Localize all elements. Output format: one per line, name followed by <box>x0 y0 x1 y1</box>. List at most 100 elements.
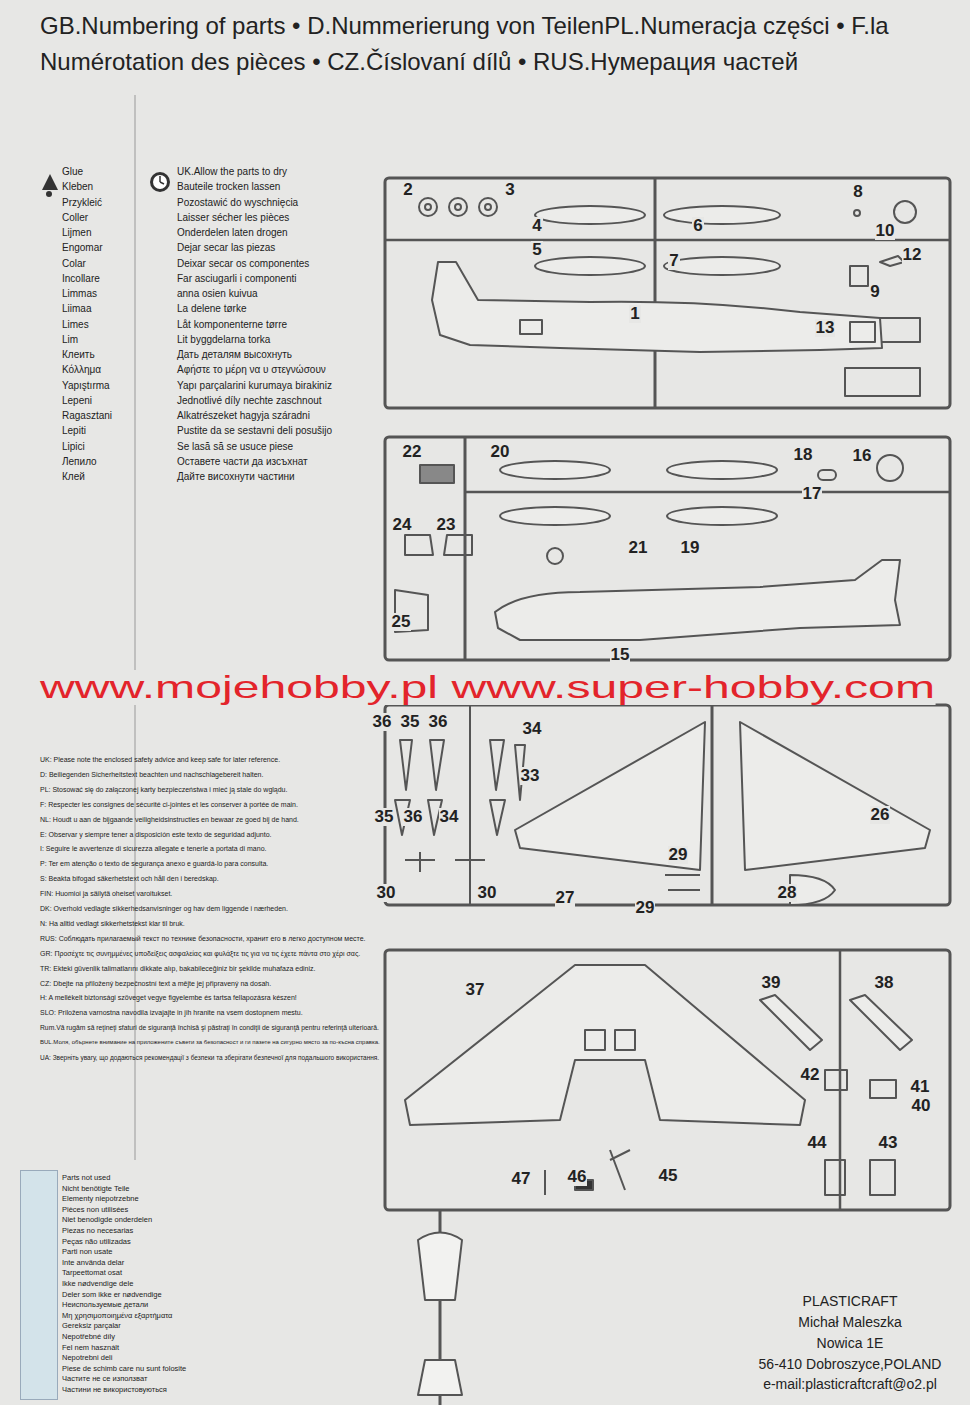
sprue-drawing <box>159 176 161 182</box>
sprue-drawing <box>455 204 461 210</box>
sprue-drawing <box>825 1160 845 1195</box>
sprue-drawing <box>500 507 610 525</box>
sprue-drawing <box>544 1170 546 1195</box>
dry-term: Дайте висохнути частини <box>177 471 295 482</box>
safety-note: Rum.Vă rugăm să reţineţi sfaturi de sigu… <box>40 1024 379 1031</box>
sprue-drawing <box>400 740 412 790</box>
dry-term: Αφήστε το μέρη να υ στεγνώσουν <box>177 364 326 375</box>
dry-term: UK.Allow the parts to dry <box>177 166 287 177</box>
watermark: www.mojehobby.pl www.super-hobby.com <box>40 670 935 705</box>
callout-number: 17 <box>802 485 823 504</box>
glue-term: Lim <box>62 334 78 345</box>
dry-term: Alkatrészeket hagyja száradni <box>177 410 310 421</box>
sprue-drawing <box>877 455 903 481</box>
safety-note: UK: Please note the enclosed safety advi… <box>40 756 280 764</box>
safety-note: SLO: Priložena varnostna navodila izvaja… <box>40 1009 303 1017</box>
callout-number: 35 <box>400 713 421 732</box>
dry-term: Bauteile trocken lassen <box>177 181 280 192</box>
safety-note: N: Ha alltid vedlagt sikkerhetstekst kla… <box>40 920 185 928</box>
callout-number: 25 <box>391 613 412 632</box>
sprue-drawing <box>515 722 705 870</box>
sprue-drawing <box>664 257 780 275</box>
sprue-drawing <box>850 266 868 286</box>
callout-number: 4 <box>531 217 542 236</box>
unused-term: Nicht benötigte Teile <box>62 1185 129 1193</box>
unused-term: Pièces non utilisées <box>62 1206 128 1214</box>
callout-number: 36 <box>403 808 424 827</box>
callout-number: 3 <box>504 181 515 200</box>
callout-number: 15 <box>610 646 631 665</box>
dry-term: Jednotlivé díly nechte zaschnout <box>177 395 322 406</box>
sprue-drawing <box>430 740 444 790</box>
sprue-drawing <box>825 1070 847 1090</box>
callout-number: 36 <box>372 713 393 732</box>
unused-term: Peças não utilizadas <box>62 1238 131 1246</box>
sprue-drawing <box>469 705 471 905</box>
sprue-drawing <box>420 465 454 483</box>
callout-number: 24 <box>392 516 413 535</box>
address-line: Michał Maleszka <box>798 1315 901 1330</box>
callout-number: 39 <box>761 974 782 993</box>
glue-term: Клеить <box>62 349 95 360</box>
safety-note: BUL.Моля, обърнете внимание на приложени… <box>40 1039 380 1046</box>
address-line: Nowica 1E <box>817 1336 884 1351</box>
dry-term: Se lasă să se usuce piese <box>177 441 293 452</box>
safety-note: UA: Зверніть увагу, що додаються рекомен… <box>40 1054 379 1061</box>
callout-number: 26 <box>870 806 891 825</box>
sprue-drawing <box>418 1233 462 1301</box>
callout-number: 43 <box>878 1134 899 1153</box>
glue-term: Клей <box>62 471 85 482</box>
callout-number: 47 <box>511 1170 532 1189</box>
sprue-drawing <box>667 507 777 525</box>
callout-number: 28 <box>777 884 798 903</box>
glue-term: Incollare <box>62 273 100 284</box>
dry-term: La delene tørke <box>177 303 247 314</box>
sprue-drawing <box>385 239 950 242</box>
callout-number: 12 <box>902 246 923 265</box>
sprue-drawing <box>419 198 437 216</box>
sprue-drawing <box>520 320 542 334</box>
unused-term: Deler som ikke er nødvendige <box>62 1291 162 1299</box>
sprue-drawing <box>711 705 714 905</box>
callout-number: 29 <box>668 846 689 865</box>
glue-term: Κόλλημα <box>62 364 101 375</box>
unused-term: Nepotrebni deli <box>62 1354 112 1362</box>
glue-term: Przykleić <box>62 197 102 208</box>
callout-number: 6 <box>692 217 703 236</box>
callout-number: 42 <box>800 1066 821 1085</box>
sprue-drawing <box>385 178 950 408</box>
callout-number: 16 <box>852 447 873 466</box>
callout-number: 29 <box>635 899 656 918</box>
callout-number: 9 <box>869 283 880 302</box>
dry-term: Дать деталям высохнуть <box>177 349 292 360</box>
sprue-drawing <box>818 470 836 480</box>
sprue-drawing <box>465 491 950 494</box>
callout-number: 21 <box>628 539 649 558</box>
callout-number: 30 <box>477 884 498 903</box>
sprue-drawing <box>740 722 930 870</box>
dry-term: Laisser sécher les pièces <box>177 212 289 223</box>
sprue-drawing <box>535 206 645 224</box>
glue-term: Lepiti <box>62 425 86 436</box>
callout-number: 44 <box>807 1134 828 1153</box>
sprue-drawing <box>667 461 777 479</box>
sprue-drawing <box>664 206 780 224</box>
glue-term: Colar <box>62 258 86 269</box>
sprue-drawing <box>870 1080 896 1098</box>
sprue-drawing <box>418 1360 462 1395</box>
sprue-drawing <box>870 1160 895 1195</box>
unused-term: Inte använda delar <box>62 1259 124 1267</box>
glue-term: Glue <box>62 166 83 177</box>
callout-number: 5 <box>531 241 542 260</box>
sprue-drawing <box>405 965 805 1125</box>
safety-note: PL: Stosować się do załączonej karty bez… <box>40 786 287 794</box>
safety-note: S: Beakta bifogad säkerhetstext och håll… <box>40 875 219 883</box>
callout-number: 38 <box>874 974 895 993</box>
sprue-drawing <box>385 950 950 1210</box>
callout-number: 30 <box>376 884 397 903</box>
dry-term: Dejar secar las piezas <box>177 242 275 253</box>
callout-number: 20 <box>490 443 511 462</box>
glue-term: Limes <box>62 319 89 330</box>
sprue-drawing <box>432 262 882 352</box>
